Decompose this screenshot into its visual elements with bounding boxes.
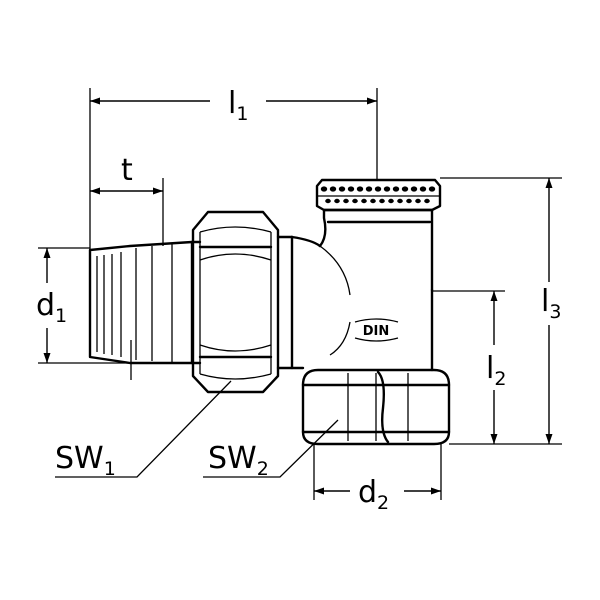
label-sw1: SW1 <box>55 441 116 480</box>
knurl-mark <box>428 186 436 192</box>
knurl-mark <box>352 198 358 204</box>
knurl-mark <box>338 186 346 192</box>
knurl-mark <box>329 186 337 192</box>
knurl-mark <box>365 186 373 192</box>
knurl-mark <box>356 186 364 192</box>
knurl-mark <box>406 198 412 204</box>
knurl-mark <box>370 198 376 204</box>
threaded-tailpiece <box>88 240 202 365</box>
label-d1: d1 <box>36 288 67 327</box>
knurl-mark <box>388 198 394 204</box>
valve-body: DIN <box>88 178 451 446</box>
body-neck <box>276 235 351 370</box>
knurl-mark <box>410 186 418 192</box>
knurl-mark <box>419 186 427 192</box>
knurl-mark <box>401 186 409 192</box>
knurled-cap <box>315 178 442 212</box>
label-sw2: SW2 <box>208 441 269 480</box>
knurl-mark <box>374 186 382 192</box>
knurl-mark <box>415 198 421 204</box>
union-nut <box>191 210 280 394</box>
label-d2: d2 <box>358 475 389 514</box>
dimension-labels: l1 t d1 l3 l2 SW1 SW2 d2 <box>36 86 561 514</box>
din-stamp: DIN <box>354 318 399 342</box>
knurl-mark <box>334 198 340 204</box>
din-stamp-text: DIN <box>363 324 390 339</box>
label-t: t <box>121 153 133 188</box>
body-hex-nut <box>301 368 451 446</box>
knurl-mark <box>383 186 391 192</box>
knurl-mark <box>397 198 403 204</box>
knurl-mark <box>361 198 367 204</box>
knurl-mark <box>343 198 349 204</box>
knurl-mark <box>320 186 328 192</box>
knurl-mark <box>424 198 430 204</box>
label-l3: l3 <box>541 284 561 323</box>
valve-main-body <box>318 208 434 372</box>
label-l1: l1 <box>228 86 248 125</box>
knurl-mark <box>347 186 355 192</box>
knurl-mark <box>379 198 385 204</box>
knurl-mark <box>325 198 331 204</box>
dimension-lines <box>38 88 562 500</box>
label-l2: l2 <box>486 351 506 390</box>
knurl-mark <box>392 186 400 192</box>
